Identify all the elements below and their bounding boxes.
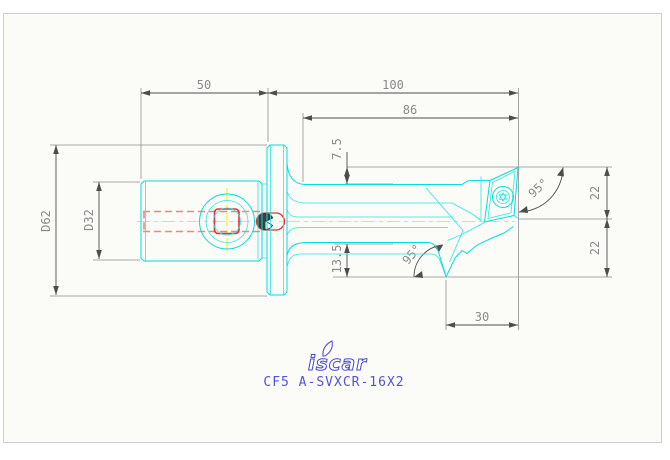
bar-top-edge — [286, 162, 462, 185]
dim-flange-diameter: D62 — [39, 210, 53, 232]
tool-outline — [140, 144, 519, 296]
lower-point-back — [445, 226, 514, 278]
title-block: iscar CF5 A-SVXCR-16X2 — [263, 340, 404, 390]
iscar-leaf-icon — [322, 340, 333, 357]
dim-tip-offset-bottom: 13.5 — [330, 245, 344, 274]
part-number-label: CF5 A-SVXCR-16X2 — [263, 375, 404, 390]
dim-tip-to-lower-point: 30 — [475, 310, 489, 324]
drawing-border — [3, 13, 662, 443]
dim-tip-offset-top: 7.5 — [330, 138, 344, 160]
flange — [266, 144, 288, 296]
insert-screw-icon — [492, 186, 514, 208]
dim-shank-diameter: D32 — [82, 209, 96, 231]
bar-bottom-edge — [286, 242, 428, 257]
shank-side-hole — [199, 193, 255, 250]
dim-half-height-top: 22 — [588, 186, 602, 200]
dim-overall-head-length: 100 — [382, 78, 404, 92]
insert-pocket-top — [461, 179, 491, 185]
dimension-lines — [53, 90, 610, 328]
dim-head-length-secondary: 86 — [403, 103, 417, 117]
dim-half-height-bottom: 22 — [588, 241, 602, 255]
cutting-insert — [483, 166, 519, 223]
dim-shank-length: 50 — [197, 78, 211, 92]
square-drive-bore — [213, 208, 240, 235]
brand-logo-text: iscar — [308, 351, 367, 375]
lower-point-front — [427, 242, 447, 278]
